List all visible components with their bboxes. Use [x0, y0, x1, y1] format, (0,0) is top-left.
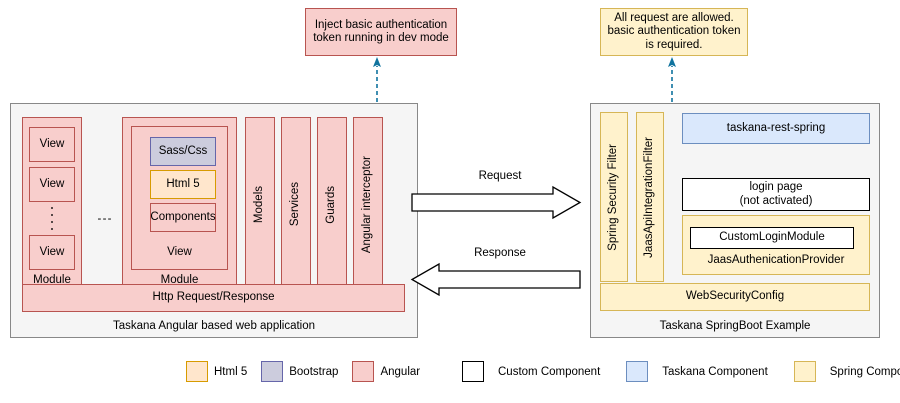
legend-swatch-custom-component [462, 361, 484, 382]
legend-swatch-angular [352, 361, 375, 382]
models-label: Models [253, 185, 266, 224]
jaas-api-integration-filter-column[interactable]: JaasApiIntegrationFilter [636, 112, 664, 282]
legend-label-spring-component: Spring Component [829, 365, 900, 378]
html5-label: Html 5 [166, 177, 200, 190]
module-a-view-3[interactable]: View [29, 235, 75, 270]
legend-left: Html 5 Bootstrap Angular [186, 361, 420, 382]
taskana-rest-spring-label: taskana-rest-spring [726, 121, 826, 134]
legend-swatch-bootstrap [261, 361, 284, 382]
legend-label-bootstrap: Bootstrap [289, 365, 339, 378]
request-arrow-icon [411, 185, 582, 220]
login-page-line2: (not activated) [739, 194, 813, 207]
module-b-label: Module [160, 274, 199, 286]
http-request-response-label: Http Request/Response [152, 291, 275, 304]
services-label: Services [289, 182, 302, 227]
guards-column[interactable]: Guards [317, 117, 347, 292]
legend-swatch-html5 [186, 361, 208, 382]
jaas-authentication-provider-label: JaasAuthenicationProvider [707, 254, 845, 266]
custom-login-module-box[interactable]: CustomLoginModule [690, 227, 854, 249]
login-page-line1: login page [749, 181, 803, 194]
jaas-api-integration-filter-label: JaasApiIntegrationFilter [643, 136, 656, 258]
spring-note-callout: All request are allowed. basic authentic… [600, 8, 748, 56]
sass-css-box[interactable]: Sass/Css [150, 137, 216, 166]
spring-note-text: All request are allowed. basic authentic… [607, 12, 741, 51]
guards-label: Guards [325, 185, 338, 224]
module-a-view-2[interactable]: View [29, 167, 75, 202]
services-column[interactable]: Services [281, 117, 311, 292]
custom-login-module-label: CustomLoginModule [719, 231, 825, 244]
module-b-view-label: View [167, 246, 192, 258]
request-label: Request [478, 170, 522, 182]
login-page-box[interactable]: login page (not activated) [682, 178, 870, 211]
spring-security-filter-label: Spring Security Filter [607, 143, 620, 251]
module-a-vertical-ellipsis-icon [51, 207, 53, 231]
response-arrow-icon [410, 262, 581, 297]
legend-label-html5: Html 5 [214, 365, 248, 378]
web-security-config-label: WebSecurityConfig [685, 290, 785, 303]
web-security-config-box[interactable]: WebSecurityConfig [600, 283, 870, 311]
angular-note-callout: Inject basic authentication token runnin… [305, 8, 457, 56]
module-a-view-1[interactable]: View [29, 127, 75, 162]
module-a-label: Module [33, 274, 71, 286]
module-a-view-1-label: View [39, 137, 65, 150]
legend-swatch-spring-component [793, 361, 816, 382]
angular-note-text: Inject basic authentication token runnin… [313, 18, 449, 44]
models-column[interactable]: Models [245, 117, 275, 292]
module-a-view-2-label: View [39, 177, 65, 190]
sass-css-label: Sass/Css [158, 144, 208, 157]
components-box[interactable]: Components [150, 203, 216, 232]
spring-security-filter-column[interactable]: Spring Security Filter [600, 112, 628, 282]
response-label: Response [474, 247, 526, 259]
http-request-response-bar[interactable]: Http Request/Response [22, 284, 405, 312]
html5-box[interactable]: Html 5 [150, 170, 216, 199]
legend-label-angular: Angular [380, 365, 421, 378]
modules-ellipsis: - - - [97, 213, 112, 225]
legend-label-custom-component: Custom Component [498, 365, 601, 378]
left-panel-caption: Taskana Angular based web application [112, 320, 316, 332]
angular-note-connector [373, 57, 381, 109]
legend-label-taskana-component: Taskana Component [662, 365, 768, 378]
components-label: Components [150, 210, 216, 223]
module-a-view-3-label: View [39, 245, 65, 258]
angular-interceptor-column[interactable]: Angular interceptor [353, 117, 383, 292]
taskana-rest-spring-box[interactable]: taskana-rest-spring [682, 113, 870, 144]
right-panel-caption: Taskana SpringBoot Example [659, 320, 811, 332]
legend-swatch-taskana-component [626, 361, 649, 382]
legend-right: Custom Component Taskana Component Sprin… [462, 361, 900, 382]
angular-interceptor-label: Angular interceptor [361, 155, 374, 254]
